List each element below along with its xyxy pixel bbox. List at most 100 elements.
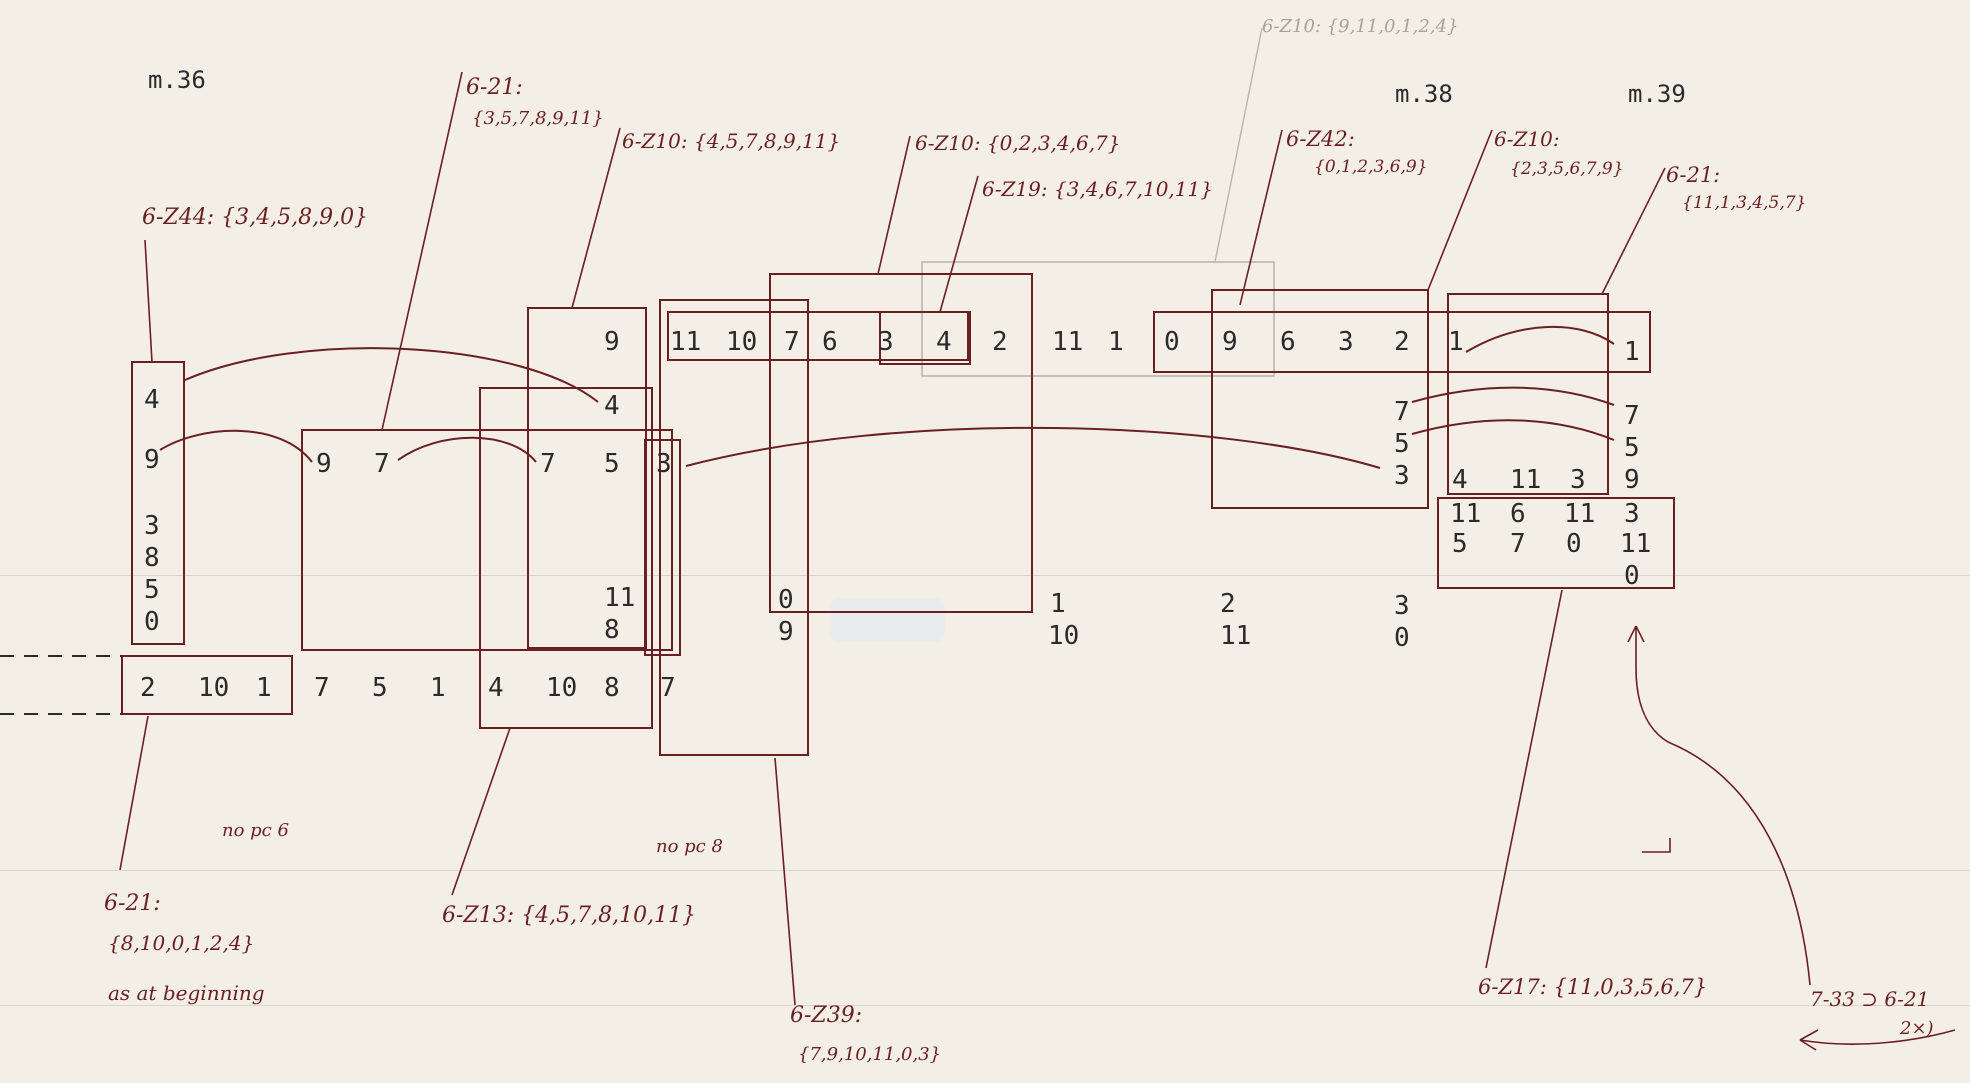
pitch-class: 4 xyxy=(144,385,160,415)
pitch-class: 3 xyxy=(878,327,894,357)
set-label-6-z42-members: {0,1,2,3,6,9} xyxy=(1314,157,1428,177)
tie-9 xyxy=(159,429,313,463)
pitch-class: 7 xyxy=(1510,529,1526,559)
pitch-class: 11 xyxy=(1052,327,1083,357)
set-box-6-z44 xyxy=(131,361,185,645)
set-box-6-z17 xyxy=(1437,497,1675,589)
leader-line xyxy=(774,757,796,1006)
set-label-6-21-a: 6-21: xyxy=(466,75,523,100)
pitch-class: 7 xyxy=(314,673,330,703)
pitch-row-top: 11 10 7 6 3 4 2 11 1 0 9 6 3 2 1 xyxy=(670,327,1464,357)
set-label-6-21-a-members: {3,5,7,8,9,11} xyxy=(472,108,604,129)
pitch-class: 2 xyxy=(1220,589,1236,619)
pitch-class: 9 xyxy=(144,445,160,475)
leader-line xyxy=(119,715,149,871)
pitch-class: 9 xyxy=(604,327,620,357)
pitch-class: 2 xyxy=(992,327,1008,357)
pitch-row-9-7: 9 7 7 5 3 xyxy=(316,449,672,479)
pitch-class: 3 xyxy=(1394,461,1410,491)
tie-7b xyxy=(1411,386,1615,406)
leader-line xyxy=(571,127,621,309)
corner-mark xyxy=(1642,838,1671,853)
pitch-class: 11 xyxy=(670,327,701,357)
set-label-6-z13: 6-Z13: {4,5,7,8,10,11} xyxy=(442,903,696,928)
set-label-6-21-b-members: {11,1,3,4,5,7} xyxy=(1682,193,1806,213)
set-label-7-33-count: 2×) xyxy=(1899,1018,1934,1039)
set-label-6-z17: 6-Z17: {11,0,3,5,6,7} xyxy=(1478,975,1707,999)
pitch-class: 9 xyxy=(1624,465,1640,495)
measure-label-39: m.39 xyxy=(1628,80,1686,108)
paper-ruling-line xyxy=(0,870,1970,871)
set-label-6-z39: 6-Z39: xyxy=(790,1003,862,1028)
erased-smudge xyxy=(830,598,945,642)
leader-line xyxy=(1635,667,1811,986)
pitch-class: 3 xyxy=(1624,499,1640,529)
leader-line xyxy=(1239,129,1283,306)
set-label-6-21-c-members: {8,10,0,1,2,4} xyxy=(108,931,254,955)
set-label-6-z19: 6-Z19: {3,4,6,7,10,11} xyxy=(982,177,1213,201)
pitch-class: 0 xyxy=(778,585,794,615)
measure-label-36: m.36 xyxy=(148,66,206,94)
leader-line xyxy=(144,239,153,363)
pitch-class: 4 xyxy=(488,673,504,703)
pitch-column-a: 4 9 3 8 5 0 xyxy=(144,385,160,637)
pitch-column-right-b: 1 7 5 9 xyxy=(1624,337,1640,495)
set-label-6-z10-a: 6-Z10: {4,5,7,8,9,11} xyxy=(622,129,840,153)
pitch-class: 9 xyxy=(778,617,794,647)
tie-5 xyxy=(1411,419,1615,441)
set-box-6-z13 xyxy=(479,387,653,729)
pitch-rows-lower: 0 1 2 3 9 10 11 0 xyxy=(778,585,1410,653)
curved-arrow xyxy=(1799,1029,1956,1051)
leader-line xyxy=(1601,167,1666,295)
set-box-6-z42-run xyxy=(1153,311,1651,373)
pitch-class: 0 xyxy=(1164,327,1180,357)
set-box-6-21-a xyxy=(301,429,673,651)
tie-7 xyxy=(397,436,537,463)
paper-ruling-line xyxy=(0,575,1970,576)
set-box-6-21-begin xyxy=(121,655,293,715)
leader-line xyxy=(1427,129,1493,291)
set-label-6-z44: 6-Z44: {3,4,5,8,9,0} xyxy=(142,205,368,230)
note-no-pc-6: no pc 6 xyxy=(222,820,289,841)
leader-line xyxy=(451,727,511,896)
leader-line xyxy=(381,71,463,431)
pitch-class: 2 xyxy=(1394,327,1410,357)
pitch-class: 11 xyxy=(1220,621,1251,651)
pitch-class: 8 xyxy=(604,673,620,703)
pitch-class: 3 xyxy=(1338,327,1354,357)
measure-label-38: m.38 xyxy=(1395,80,1453,108)
pitch-class: 4 xyxy=(936,327,952,357)
paper-ruling-line xyxy=(0,1005,1970,1006)
pitch-column-right-a: 7 5 3 xyxy=(1394,397,1410,491)
pitch-class: 7 xyxy=(660,673,676,703)
pitch-class: 6 xyxy=(822,327,838,357)
pitch-class: 2 xyxy=(140,673,156,703)
pitch-class: 10 xyxy=(198,673,229,703)
pitch-class: 7 xyxy=(1624,401,1640,431)
pitch-class: 5 xyxy=(1624,433,1640,463)
note-no-pc-8: no pc 8 xyxy=(656,836,723,857)
set-label-7-33: 7-33 ⊃ 6-21 xyxy=(1810,987,1929,1011)
pitch-class: 0 xyxy=(1394,623,1410,653)
pitch-class: 7 xyxy=(540,449,556,479)
pitch-class: 1 xyxy=(1050,589,1066,619)
pitch-class: 11 xyxy=(1564,499,1595,529)
set-label-6-z10-b: 6-Z10: {0,2,3,4,6,7} xyxy=(915,131,1121,155)
pitch-class: 11 xyxy=(1450,499,1481,529)
pitch-class: 11 xyxy=(1620,529,1651,559)
pitch-class: 7 xyxy=(784,327,800,357)
pitch-class: 9 xyxy=(316,449,332,479)
pitch-class: 10 xyxy=(546,673,577,703)
pitch-class: 1 xyxy=(430,673,446,703)
pitch-class: 4 xyxy=(604,391,620,421)
pitch-class: 6 xyxy=(1510,499,1526,529)
set-box-6-z39 xyxy=(659,299,809,756)
pitch-class: 3 xyxy=(1394,591,1410,621)
leader-line xyxy=(1485,589,1563,969)
pitch-class: 8 xyxy=(604,615,620,645)
pitch-class: 3 xyxy=(1570,465,1586,495)
set-box-6-z10-b xyxy=(769,273,1033,613)
set-box-6-z10-d xyxy=(1211,289,1429,509)
